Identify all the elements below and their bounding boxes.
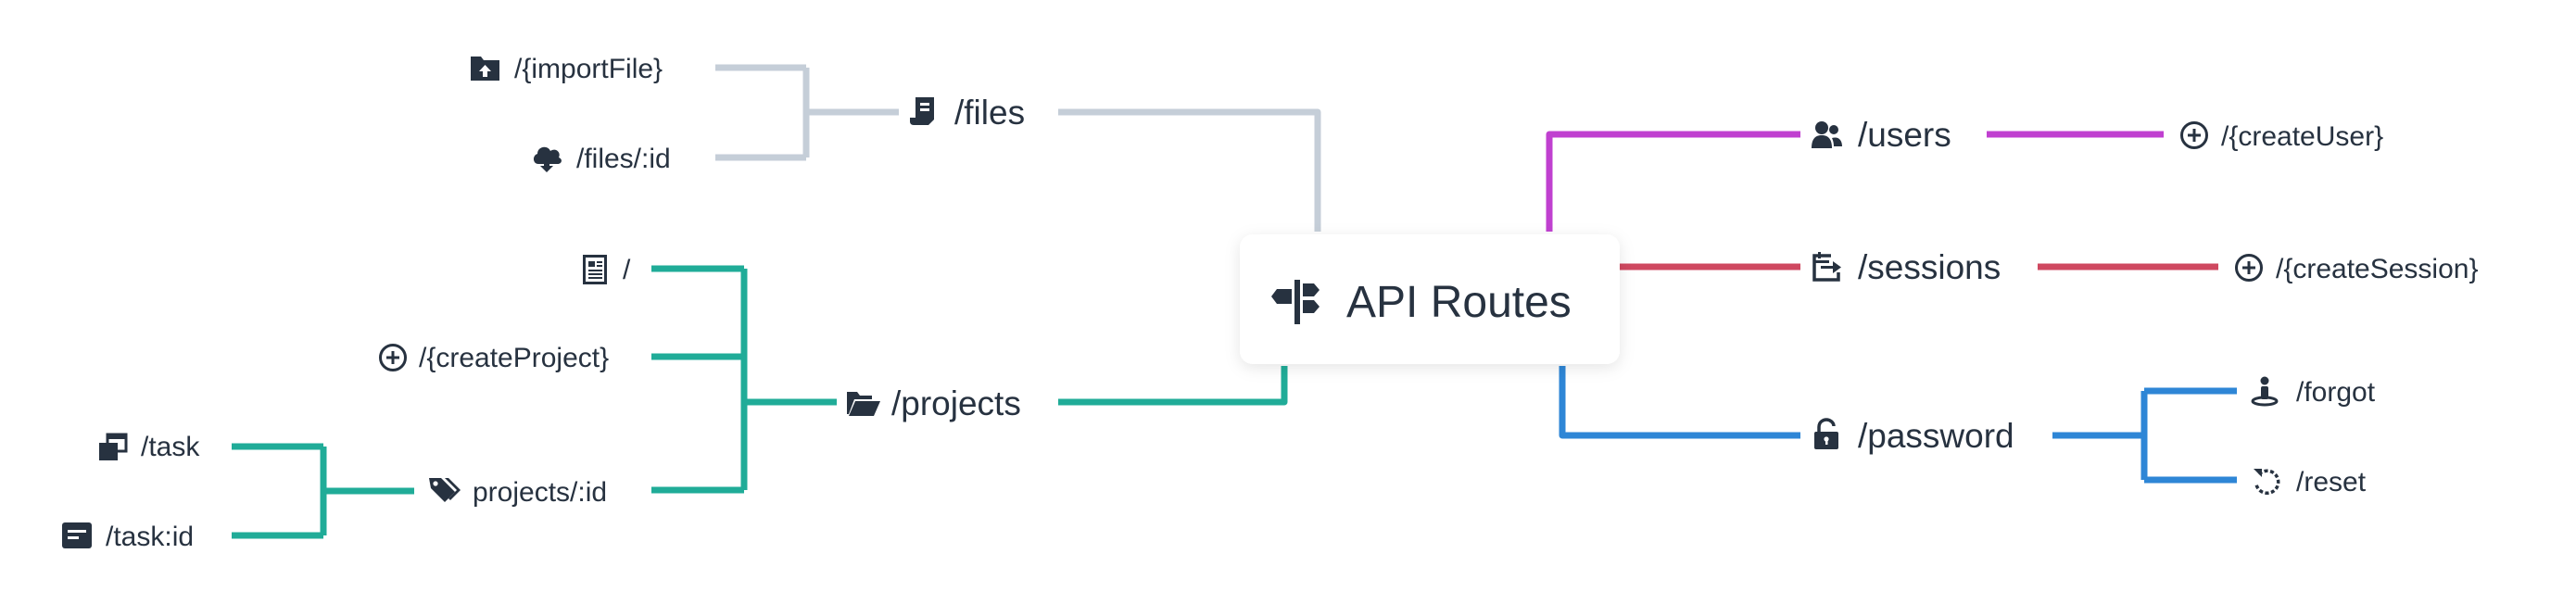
node-task-id[interactable]: /task:id <box>62 522 194 552</box>
node-create-user-label: /{createUser} <box>2221 121 2383 152</box>
node-create-project-label: /{createProject} <box>419 343 609 373</box>
rotate-left-icon <box>2254 469 2280 496</box>
node-import-file[interactable]: /{importFile} <box>471 54 663 84</box>
branch-sessions-label: /sessions <box>1858 248 2001 286</box>
branch-password-label: /password <box>1858 417 2014 455</box>
plus-circle-icon <box>2235 254 2263 282</box>
unlock-icon <box>1814 418 1838 449</box>
branch-sessions[interactable]: /sessions <box>1812 248 2001 286</box>
branch-files-label: /files <box>954 94 1025 132</box>
branch-password[interactable]: /password <box>1814 417 2014 455</box>
connector-password-children <box>2052 387 2237 484</box>
node-create-session-label: /{createSession} <box>2276 254 2478 284</box>
connector-files-children <box>715 64 899 161</box>
cloud-download-icon <box>533 146 562 172</box>
users-icon <box>1812 121 1842 148</box>
root-node[interactable]: API Routes <box>1240 234 1620 364</box>
branch-projects[interactable]: /projects <box>847 384 1021 422</box>
node-files-id-label: /files/:id <box>576 144 671 174</box>
windows-stack-icon <box>99 433 128 460</box>
connector-users <box>1546 131 1800 232</box>
node-task-label: /task <box>141 432 200 462</box>
node-reset[interactable]: /reset <box>2254 467 2367 497</box>
node-create-project[interactable]: /{createProject} <box>379 343 610 373</box>
root-label: API Routes <box>1346 278 1572 327</box>
branch-users-label: /users <box>1858 116 1951 154</box>
node-projects-root[interactable]: / <box>583 255 632 285</box>
scroll-icon <box>910 97 934 125</box>
node-create-session[interactable]: /{createSession} <box>2235 254 2479 284</box>
node-task[interactable]: /task <box>99 432 200 462</box>
node-projects-id[interactable]: projects/:id <box>429 477 607 508</box>
root-node-card <box>1240 234 1620 364</box>
branch-files[interactable]: /files <box>910 94 1025 132</box>
connector-projects-id-children <box>232 443 414 539</box>
person-pin-icon <box>2251 376 2279 407</box>
node-files-id[interactable]: /files/:id <box>533 144 671 174</box>
folder-upload-icon <box>471 57 499 81</box>
document-icon <box>583 255 607 284</box>
node-create-user[interactable]: /{createUser} <box>2180 121 2384 152</box>
folder-open-icon <box>847 392 880 416</box>
plus-circle-icon <box>2180 121 2208 149</box>
branch-projects-label: /projects <box>891 384 1021 422</box>
signpost-icon <box>1271 280 1320 324</box>
node-task-id-label: /task:id <box>106 522 194 552</box>
node-forgot-label: /forgot <box>2296 377 2376 408</box>
node-reset-label: /reset <box>2296 467 2367 497</box>
node-projects-id-label: projects/:id <box>473 477 607 508</box>
connector-projects-children <box>651 265 837 494</box>
card-icon <box>62 522 92 548</box>
calendar-export-icon <box>1812 252 1841 282</box>
connector-files <box>1058 108 1321 232</box>
tag-icon <box>429 478 461 502</box>
branch-users[interactable]: /users <box>1812 116 1951 154</box>
node-import-file-label: /{importFile} <box>514 54 663 84</box>
connectors <box>232 64 2237 539</box>
plus-circle-icon <box>379 344 407 371</box>
connector-projects <box>1058 366 1288 406</box>
connector-password <box>1559 366 1800 439</box>
node-forgot[interactable]: /forgot <box>2251 376 2376 409</box>
node-projects-root-label: / <box>623 255 631 285</box>
